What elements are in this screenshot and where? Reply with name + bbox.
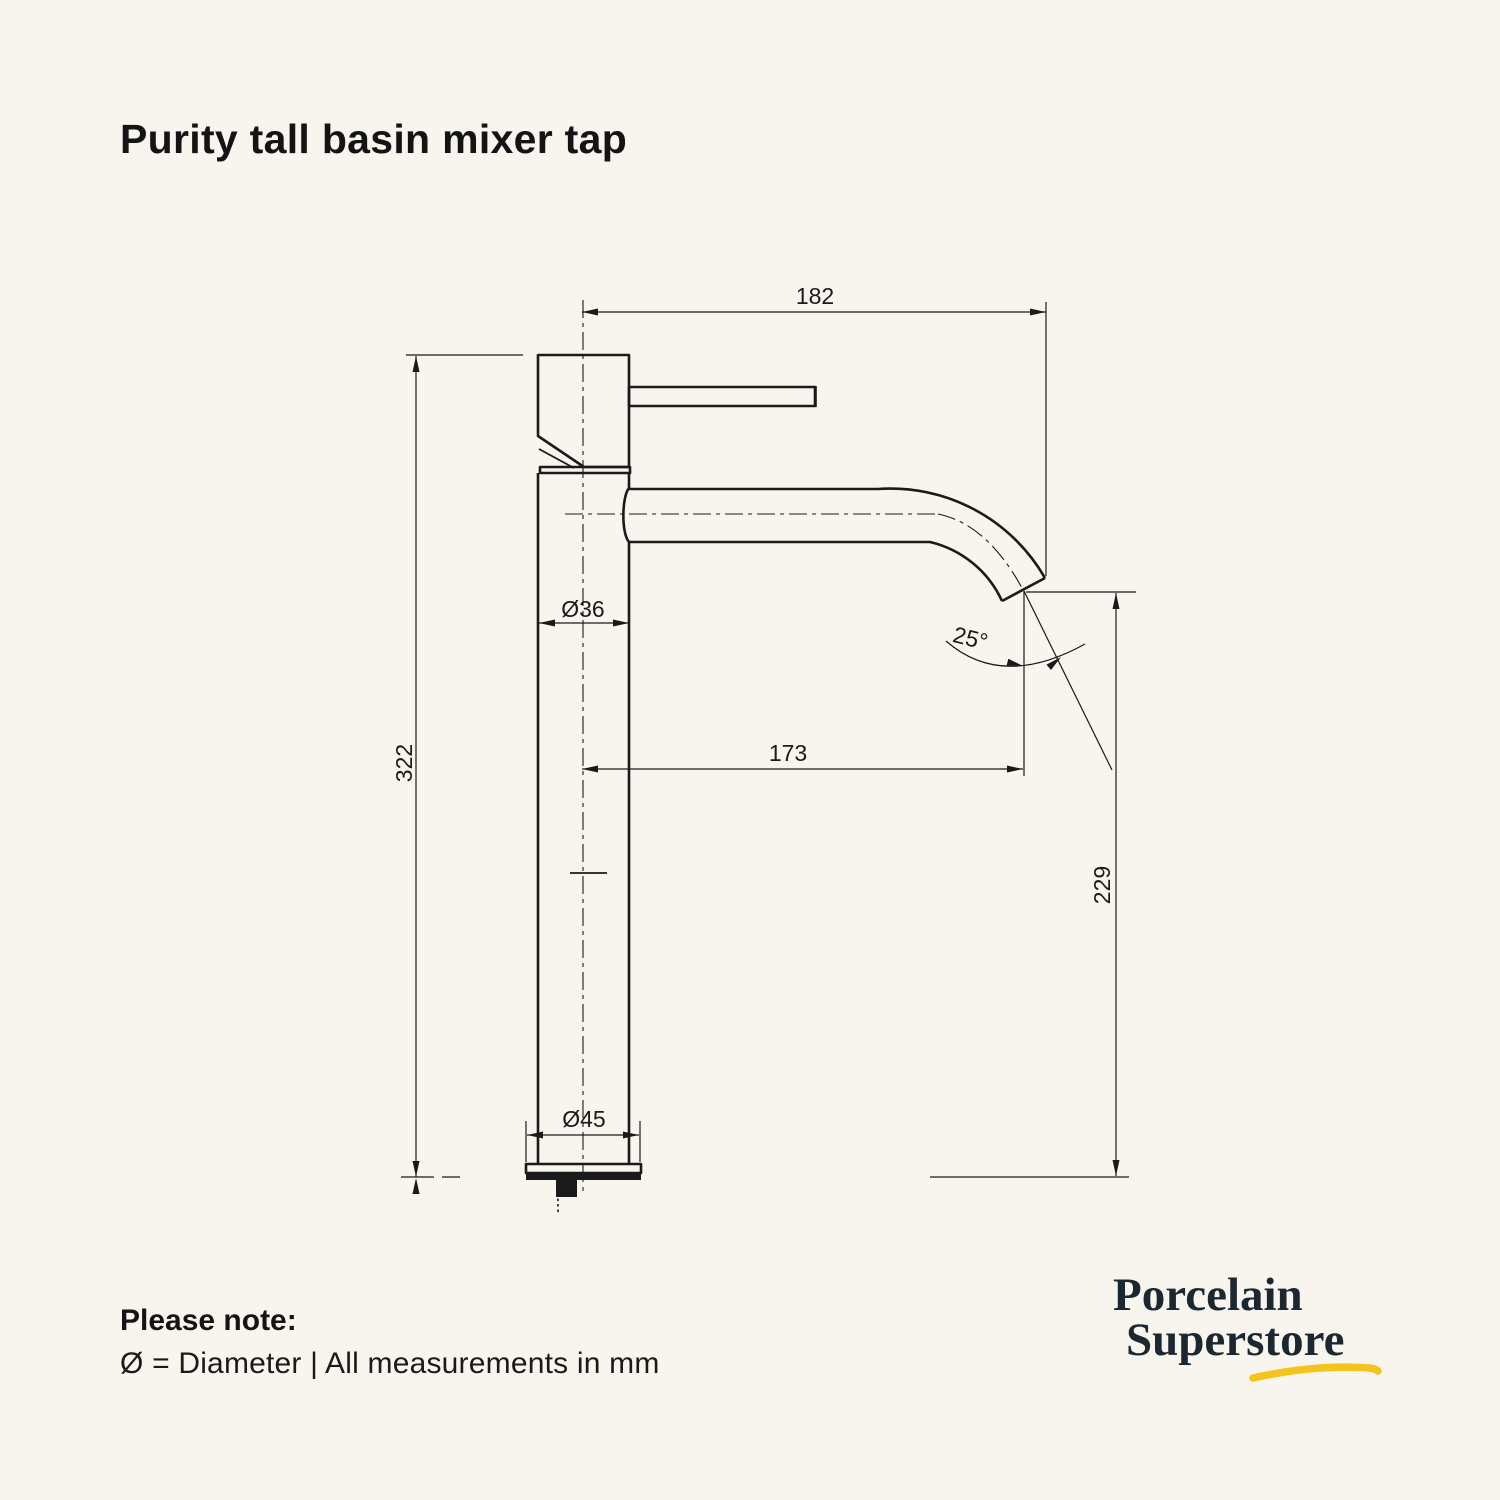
dimension-spout-angle: 25° bbox=[945, 590, 1113, 776]
tap-outline bbox=[524, 353, 1047, 1214]
arrowhead-up bbox=[1112, 593, 1120, 609]
handle-lever bbox=[627, 385, 817, 408]
page-title: Purity tall basin mixer tap bbox=[120, 116, 628, 162]
dimension-base-diameter: Ø45 bbox=[525, 1106, 641, 1162]
dimension-label-229: 229 bbox=[1089, 866, 1115, 904]
centerlines bbox=[565, 300, 1023, 1192]
arrowhead-down bbox=[412, 1161, 420, 1177]
arrowhead-on-slanted-ray bbox=[1046, 657, 1061, 670]
arrowhead-right bbox=[623, 1131, 639, 1139]
arrowhead-left bbox=[539, 619, 555, 627]
angle-arc bbox=[945, 640, 1086, 667]
dimension-label-322: 322 bbox=[391, 744, 417, 782]
dimension-body-diameter: Ø36 bbox=[539, 596, 629, 627]
arrowhead-up-below-datum bbox=[412, 1178, 420, 1194]
spout-bottom-edge bbox=[629, 540, 1004, 602]
dimension-overall-height: 322 bbox=[391, 354, 523, 1194]
logo-line1: Porcelain bbox=[1113, 1269, 1303, 1321]
arrowhead-on-vertical-ray bbox=[1006, 658, 1023, 666]
arrowhead-right bbox=[1007, 765, 1023, 773]
dimension-label-d36: Ø36 bbox=[561, 596, 604, 622]
threaded-stub bbox=[556, 1180, 577, 1197]
collar-ring bbox=[538, 465, 632, 475]
spout-tip-face bbox=[1001, 576, 1046, 603]
body-column-right-edge bbox=[622, 473, 631, 1164]
arrowhead-left bbox=[582, 308, 598, 316]
arrowhead-left bbox=[527, 1131, 543, 1139]
arrowhead-up bbox=[412, 356, 420, 372]
dimension-label-182: 182 bbox=[796, 283, 834, 309]
logo-underline-accent bbox=[1249, 1363, 1382, 1382]
dimension-label-173: 173 bbox=[769, 740, 807, 766]
logo-line2: Superstore bbox=[1126, 1314, 1345, 1366]
note-heading: Please note: bbox=[120, 1304, 297, 1337]
note-body: Ø = Diameter | All measurements in mm bbox=[120, 1347, 660, 1380]
arrowhead-left bbox=[582, 765, 598, 773]
spout-bend-centerline bbox=[937, 513, 1023, 589]
base-plate-bottom-edge bbox=[526, 1173, 641, 1180]
arrowhead-down bbox=[1112, 1160, 1120, 1176]
spout-top-edge bbox=[629, 487, 1047, 579]
angle-ray-slanted bbox=[1023, 590, 1113, 771]
dimension-spout-height: 229 bbox=[930, 591, 1136, 1178]
dimension-label-d45: Ø45 bbox=[562, 1106, 605, 1132]
arrowhead-right bbox=[613, 619, 629, 627]
dimension-overall-width: 182 bbox=[582, 283, 1047, 576]
arrowhead-right bbox=[1030, 308, 1046, 316]
dimension-spout-reach: 173 bbox=[582, 740, 1023, 773]
handle-joint-line bbox=[538, 448, 575, 469]
